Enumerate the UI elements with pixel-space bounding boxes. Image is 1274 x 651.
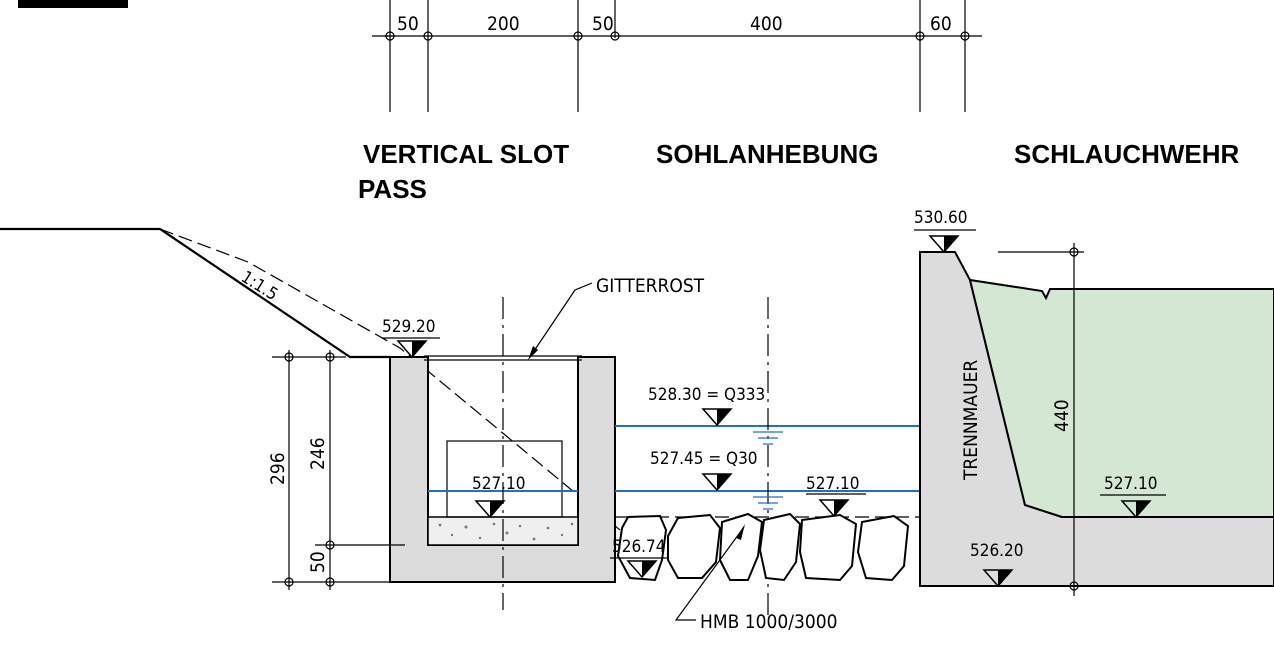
elev-pass-527-10: 527.10 [472,474,526,494]
title-pass: PASS [358,174,427,204]
dim-text-4: 400 [750,13,783,35]
dim-440: 440 [1051,399,1073,432]
elevation-marks: 530.60 529.20 528.30 = Q333 527.45 = Q30… [382,208,1166,588]
dim-text-1: 50 [397,13,419,35]
elev-530-60: 530.60 [914,208,968,228]
elev-q30: 527.45 = Q30 [650,449,758,469]
elev-mid-527-10: 527.10 [806,474,860,494]
elev-526-20: 526.20 [970,541,1024,561]
boulder [667,513,722,579]
elev-526-74: 526.74 [612,537,666,557]
dim-text-5: 60 [930,13,952,35]
title-sohlanhebung: SOHLANHEBUNG [656,139,878,169]
dim-text-3: 50 [592,13,614,35]
elev-right-527-10: 527.10 [1104,474,1158,494]
pass-concrete [389,356,616,583]
embankment-line [0,227,390,359]
gravel-dots [438,522,574,541]
boulder [856,514,910,582]
right-vertical-dim: 440 [998,243,1084,596]
gitterrost-label: GITTERROST [596,275,705,297]
slot-pass-channel [389,297,616,610]
embankment-dashed [159,228,621,531]
boulder [798,513,858,582]
boulder [758,512,802,582]
dim-ticks [384,31,970,41]
elev-529-20: 529.20 [382,317,436,337]
title-vertical-slot: VERTICAL SLOT [363,139,569,169]
dim-50: 50 [307,551,329,573]
left-vertical-dims: 296 246 50 [267,350,405,590]
water-symbols [753,431,783,510]
elev-q333: 528.30 = Q333 [648,385,765,405]
header-cropped-mark [18,0,128,8]
hmb-label: HMB 1000/3000 [700,611,838,633]
dim-246: 246 [307,437,329,470]
boulder [718,512,764,581]
trennmauer-label: TRENNMAUER [960,360,982,481]
hmb-leader [674,526,745,621]
title-schlauchwehr: SCHLAUCHWEHR [1014,139,1240,169]
slot-baffle [446,440,563,518]
dim-296: 296 [267,452,289,485]
gitterrost-leader [529,282,593,358]
schlauchwehr-channel [968,278,1274,518]
top-dimension-chain: 50 200 50 400 60 [372,0,982,112]
slope-label: 1:1.5 [237,267,281,305]
dim-text-2: 200 [487,13,520,35]
embankment: 1:1.5 [0,227,621,531]
